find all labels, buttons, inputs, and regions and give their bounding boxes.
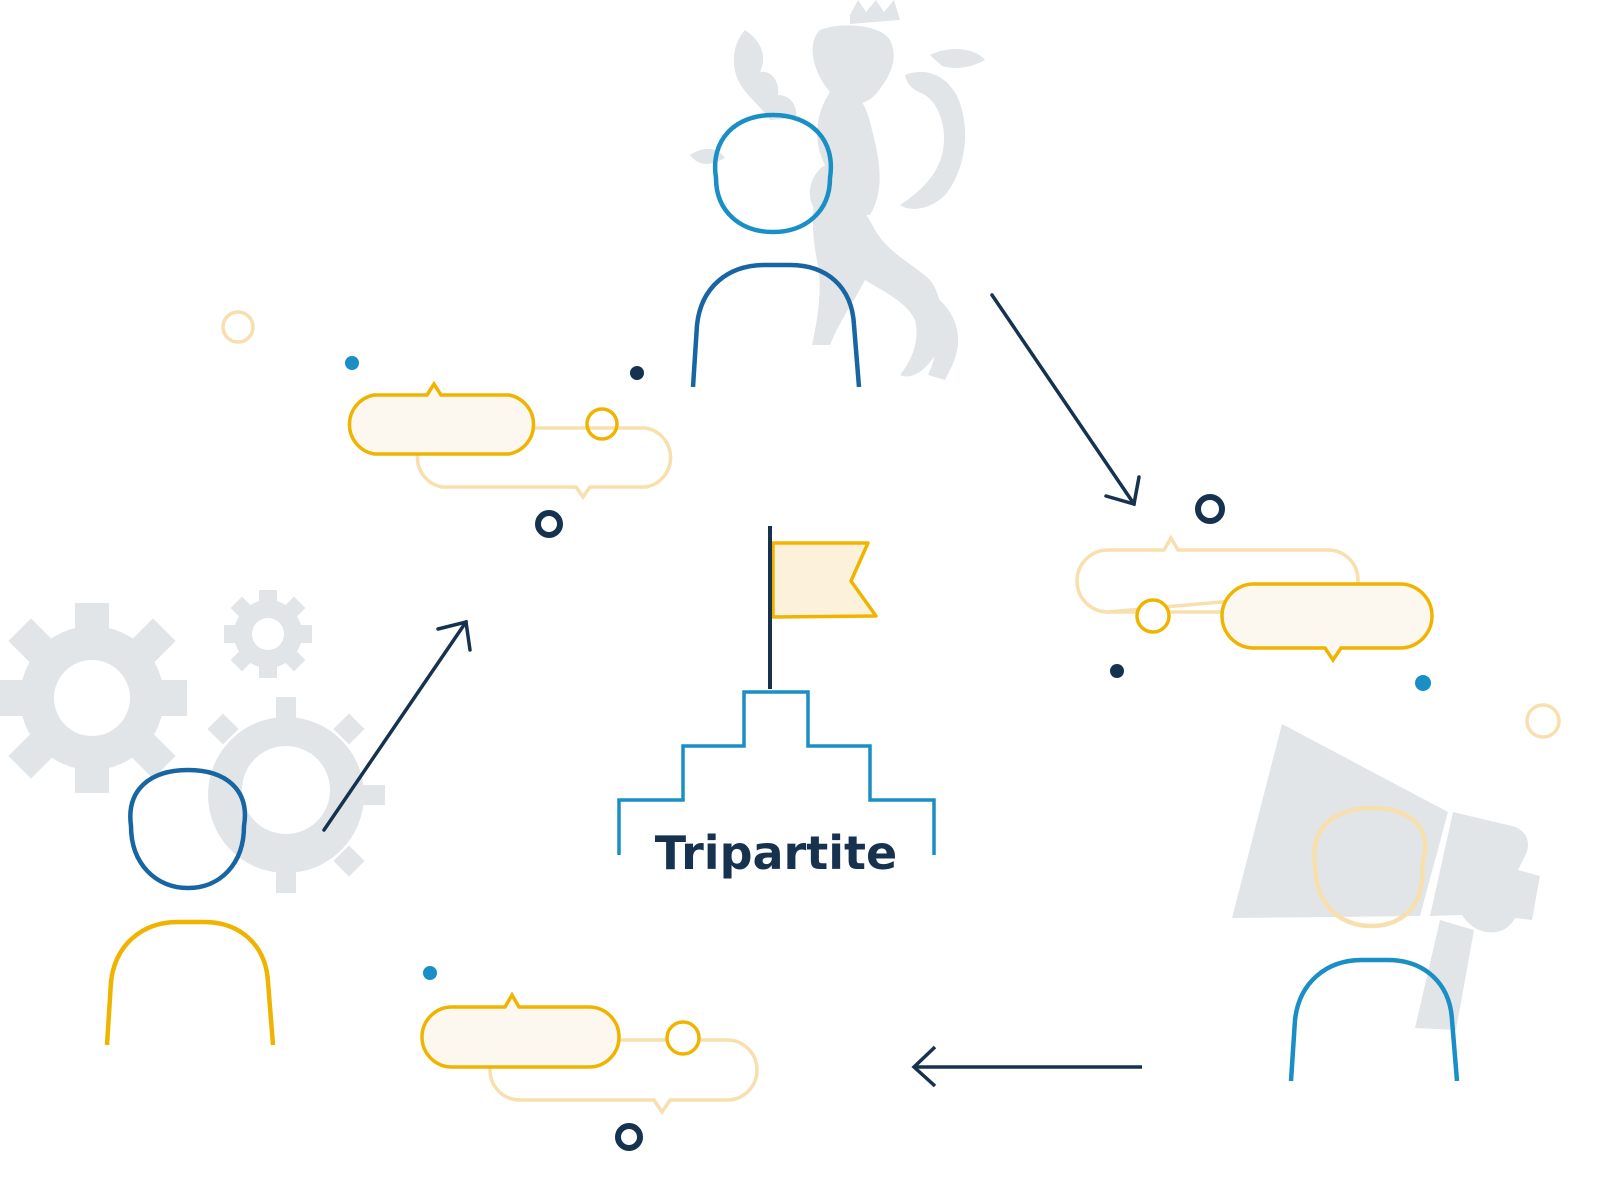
megaphone-icon: [1232, 724, 1540, 1030]
speech-bubbles-bottom: [420, 991, 759, 1116]
person-top-icon: [690, 112, 862, 388]
speech-bubble-front: [347, 380, 536, 456]
decor-ring: [1195, 494, 1225, 524]
decor-ring: [615, 1123, 643, 1151]
speech-bubbles-right: [1075, 534, 1434, 664]
decor-dot: [423, 966, 437, 980]
arrow-left-to-top-icon: [322, 619, 472, 832]
flag-icon: [768, 526, 878, 689]
podium-icon: [617, 690, 936, 855]
speech-bubbles-top-left: [347, 380, 673, 501]
lion-emblem-icon: [690, 0, 985, 380]
arrow-top-to-right-icon: [990, 293, 1141, 507]
decor-dot: [1415, 675, 1431, 691]
decor-ring: [221, 310, 255, 344]
person-right-icon: [1288, 805, 1460, 1082]
gear-small-icon: [224, 590, 312, 678]
decor-dot: [345, 356, 359, 370]
speech-bubble-front: [420, 991, 621, 1069]
gear-medium-icon: [207, 697, 385, 893]
speech-bubble-front: [1220, 582, 1434, 664]
decor-dot: [630, 366, 644, 380]
gear-large-icon: [0, 603, 187, 793]
person-left-icon: [104, 767, 276, 1046]
decor-dot: [1110, 664, 1124, 678]
decor-ring: [1525, 703, 1561, 739]
center-label: Tripartite: [655, 826, 897, 880]
arrow-right-to-bottom-icon: [911, 1045, 1142, 1088]
decor-ring: [535, 510, 563, 538]
